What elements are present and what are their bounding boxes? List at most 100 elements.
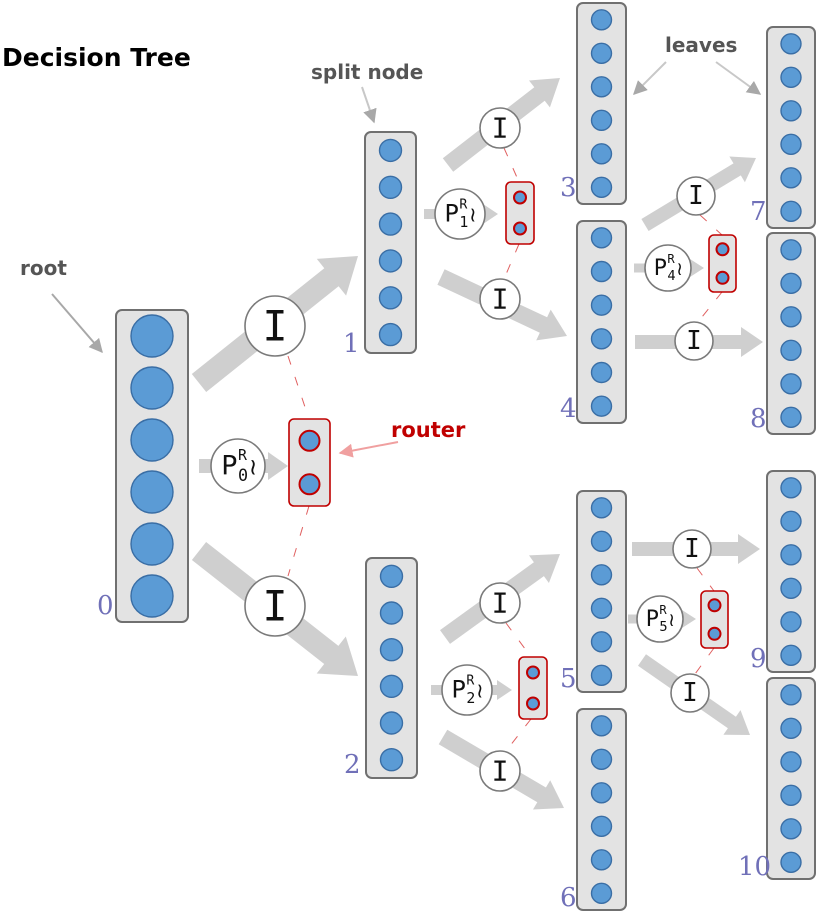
identity-operator-2-upper: I — [479, 582, 521, 624]
node-number-8: 8 — [750, 404, 767, 434]
node-3-unit — [590, 176, 613, 199]
router-link — [505, 622, 532, 658]
router-link — [287, 505, 310, 577]
permutation-operator-circle — [636, 595, 684, 643]
node-0 — [115, 309, 189, 623]
node-7-box — [766, 26, 816, 229]
permutation-superscript: R — [659, 603, 667, 617]
node-2-unit — [379, 674, 404, 698]
node-2-unit — [379, 564, 404, 588]
identity-operator-0-upper: I — [244, 295, 306, 357]
node-4-unit — [590, 227, 613, 249]
node-9-box — [766, 470, 816, 673]
identity-operator-circle — [244, 575, 306, 637]
node-1-unit — [378, 138, 403, 163]
node-9-unit — [780, 577, 802, 599]
permutation-symbol: P — [654, 256, 667, 281]
node-10-unit — [780, 784, 802, 806]
node-6-unit — [590, 748, 613, 770]
node-2 — [365, 557, 418, 779]
router-link — [503, 243, 520, 280]
permutation-subscript: 1 — [459, 213, 468, 231]
node-10-unit — [780, 818, 802, 840]
split-node-label-arrow — [361, 86, 377, 124]
router-link — [696, 567, 715, 592]
identity-operator-circle — [676, 176, 716, 216]
permutation-symbol: P — [452, 676, 466, 704]
node-number-6: 6 — [560, 883, 577, 913]
node-9-unit — [780, 544, 802, 566]
router-0-unit — [298, 473, 321, 496]
node-7-unit — [780, 167, 802, 189]
router-1-unit — [513, 190, 527, 205]
node-8-box — [766, 232, 816, 435]
wreath-symbol: ≀ — [249, 455, 258, 481]
identity-operator-circle — [670, 673, 710, 713]
identity-symbol: I — [262, 582, 287, 631]
node-6 — [576, 708, 627, 911]
router-label-arrow — [338, 441, 399, 458]
node-6-unit — [590, 782, 613, 804]
permutation-superscript: R — [459, 198, 467, 213]
node-5-unit — [590, 564, 613, 586]
routers — [288, 181, 737, 720]
node-5 — [576, 490, 627, 693]
node-number-3: 3 — [560, 173, 577, 203]
node-4-unit — [590, 361, 613, 384]
router-link — [697, 291, 723, 323]
identity-operator-circle — [479, 750, 521, 792]
router-connections — [287, 147, 723, 752]
node-1-box — [364, 131, 417, 354]
identity-symbol: I — [492, 755, 509, 788]
identity-operator-4-lower: I — [674, 321, 714, 361]
node-number-9: 9 — [750, 644, 767, 674]
node-7 — [766, 26, 816, 229]
router-2-unit — [526, 665, 540, 680]
root-label-arrow — [51, 293, 103, 354]
node-3-unit — [590, 42, 613, 64]
node-6-unit — [590, 849, 613, 871]
identity-operator-1-lower: I — [479, 278, 521, 320]
identity-operator-2-lower: I — [479, 750, 521, 792]
identity-symbol: I — [686, 326, 702, 356]
identity-operator-circle — [479, 582, 521, 624]
node-3 — [576, 2, 627, 205]
router-2 — [518, 656, 548, 720]
node-4-unit — [590, 328, 613, 350]
node-6-unit — [590, 715, 613, 737]
router-0-unit — [298, 429, 321, 452]
node-number-4: 4 — [560, 394, 577, 424]
wreath-symbol: ≀ — [469, 203, 477, 227]
node-7-unit — [780, 133, 802, 156]
node-9 — [766, 470, 816, 673]
node-9-unit — [780, 510, 802, 532]
node-4-unit — [590, 260, 613, 283]
router-link — [503, 147, 520, 183]
identity-operator-0-lower: I — [244, 575, 306, 637]
identity-symbol: I — [492, 112, 509, 145]
diagram-title: Decision Tree — [2, 43, 191, 72]
node-2-unit — [379, 638, 404, 662]
leaves-label-arrow-right — [715, 61, 762, 95]
router-2-unit — [526, 696, 540, 711]
router-1 — [505, 181, 535, 245]
identity-symbol: I — [684, 534, 700, 564]
wreath-symbol: ≀ — [476, 679, 484, 703]
node-3-unit — [590, 143, 613, 165]
node-number-10: 10 — [738, 852, 771, 882]
node-9-unit — [780, 477, 802, 499]
node-0-unit — [130, 574, 174, 618]
node-4-box — [576, 220, 627, 424]
split-node-label: split node — [311, 60, 423, 84]
node-10-unit — [780, 684, 802, 706]
permutation-superscript: R — [667, 252, 675, 266]
router-5 — [700, 590, 729, 649]
node-4 — [576, 220, 627, 424]
